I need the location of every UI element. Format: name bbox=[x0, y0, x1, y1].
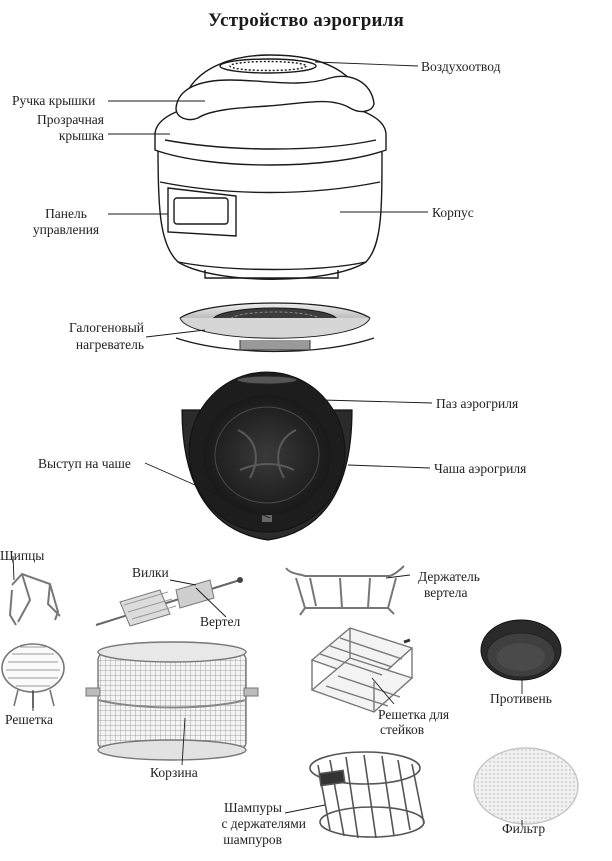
spit-accessory bbox=[95, 577, 243, 627]
diagram-title: Устройство аэрогриля bbox=[208, 10, 404, 31]
label-groove: Паз аэрогриля bbox=[436, 396, 519, 411]
label-holder-2: вертела bbox=[424, 585, 468, 600]
halogen-heater bbox=[175, 302, 375, 353]
spit-holder-accessory bbox=[285, 565, 405, 616]
label-clear-lid-2: крышка bbox=[58, 128, 104, 143]
label-bowl: Чаша аэрогриля bbox=[434, 461, 527, 476]
filter-accessory bbox=[473, 747, 579, 825]
label-heater-2: нагреватель bbox=[75, 337, 144, 352]
label-basket: Корзина bbox=[150, 765, 198, 780]
tongs-accessory bbox=[8, 572, 61, 626]
label-spit: Вертел bbox=[200, 614, 241, 629]
label-steak-rack-2: стейков bbox=[380, 722, 425, 737]
label-forks: Вилки bbox=[132, 565, 169, 580]
label-tongs: Щипцы bbox=[0, 548, 45, 563]
label-bowl-ledge: Выступ на чаше bbox=[38, 456, 131, 471]
label-clear-lid-1: Прозрачная bbox=[37, 112, 104, 127]
label-rack: Решетка bbox=[5, 712, 53, 727]
label-steak-rack-1: Решетка для bbox=[378, 707, 450, 722]
label-filter: Фильтр bbox=[502, 821, 546, 836]
label-lid-handle: Ручка крышки bbox=[12, 93, 96, 108]
label-body: Корпус bbox=[432, 205, 474, 220]
steak-rack-accessory bbox=[310, 627, 414, 713]
label-panel-2: управления bbox=[32, 222, 100, 237]
airfryer-unit bbox=[154, 54, 387, 280]
label-tray: Противень bbox=[490, 691, 552, 706]
label-skewers-1: Шампуры bbox=[224, 800, 282, 815]
label-skewers-2: с держателями bbox=[221, 816, 306, 831]
leader-lines bbox=[12, 61, 523, 826]
label-skewers-3: шампуров bbox=[223, 832, 282, 847]
basket-accessory bbox=[85, 641, 259, 761]
bowl bbox=[181, 371, 353, 541]
skewers-accessory bbox=[309, 751, 425, 839]
label-heater-1: Галогеновый bbox=[68, 320, 144, 335]
label-vent: Воздухоотвод bbox=[421, 59, 501, 74]
label-panel-1: Панель bbox=[45, 206, 87, 221]
baking-tray-accessory bbox=[480, 619, 562, 681]
label-holder-1: Держатель bbox=[418, 569, 480, 584]
